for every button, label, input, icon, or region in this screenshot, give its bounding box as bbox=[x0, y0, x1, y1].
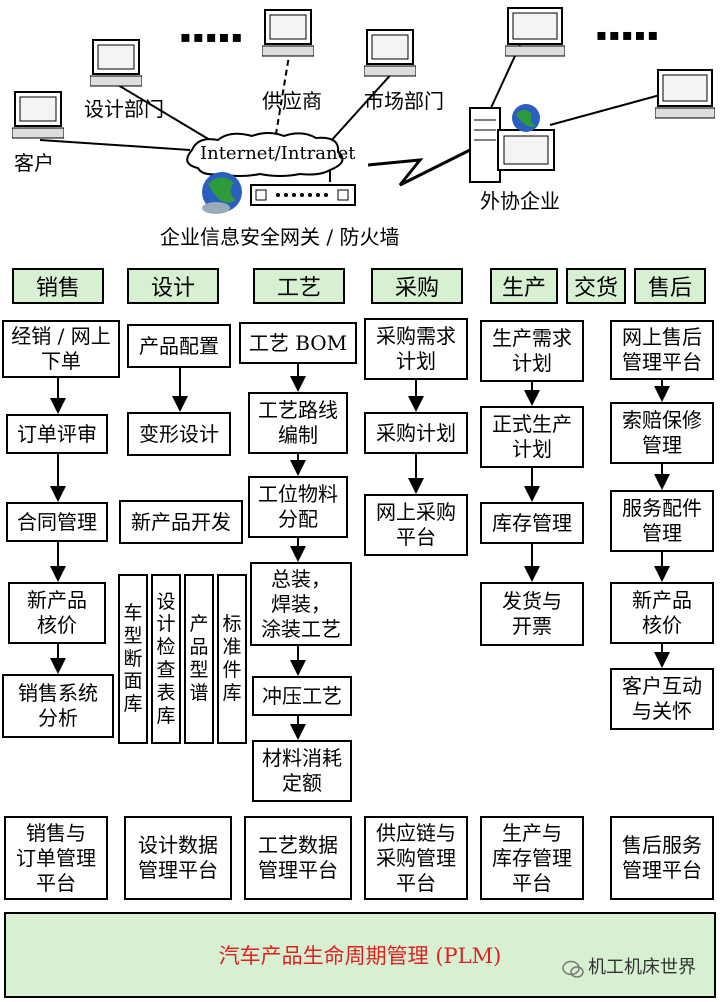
gateway-device bbox=[250, 184, 356, 206]
design-lib-standard: 标 准 件 库 bbox=[217, 574, 247, 744]
sales-item-review: 订单评审 bbox=[6, 414, 108, 454]
computer-icon-partner-2 bbox=[655, 68, 715, 120]
platform-supply: 供应链与 采购管理 平台 bbox=[364, 816, 468, 900]
header-delivery: 交货 bbox=[566, 268, 626, 304]
platform-production: 生产与 库存管理 平台 bbox=[480, 816, 584, 900]
production-item-formal: 正式生产 计划 bbox=[480, 406, 584, 468]
cloud-label: Internet/Intranet bbox=[200, 143, 356, 164]
aftersales-item-online: 网上售后 管理平台 bbox=[610, 320, 714, 380]
node-label-market: 市场部门 bbox=[364, 89, 444, 113]
ellipsis-2: ▪▪▪▪▪ bbox=[596, 25, 661, 44]
globe-icon bbox=[196, 170, 244, 216]
aftersales-item-claims: 索赔保修 管理 bbox=[610, 402, 714, 464]
production-item-inventory: 库存管理 bbox=[480, 502, 584, 544]
aftersales-item-pricing: 新产品 核价 bbox=[610, 582, 714, 644]
sales-item-contract: 合同管理 bbox=[6, 502, 108, 542]
purchase-item-plan: 采购计划 bbox=[364, 412, 468, 454]
sales-item-analysis: 销售系统 分析 bbox=[2, 674, 114, 738]
internet-cloud: Internet/Intranet bbox=[178, 132, 374, 178]
aftersales-item-parts: 服务配件 管理 bbox=[610, 490, 714, 552]
server-icon bbox=[468, 100, 558, 188]
platform-after-sales: 售后服务 管理平台 bbox=[610, 816, 714, 900]
design-lib-spectrum: 产 品 型 谱 bbox=[184, 574, 214, 744]
process-item-route: 工艺路线 编制 bbox=[248, 392, 348, 454]
header-process: 工艺 bbox=[253, 268, 345, 304]
node-label-design: 设计部门 bbox=[84, 97, 164, 121]
process-item-bom: 工艺 BOM bbox=[239, 322, 357, 364]
process-item-assembly: 总装， 焊装， 涂装工艺 bbox=[250, 562, 352, 646]
node-label-partner: 外协企业 bbox=[480, 189, 560, 213]
header-after-sales: 售后 bbox=[634, 268, 706, 304]
process-item-stamping: 冲压工艺 bbox=[252, 676, 352, 716]
aftersales-item-care: 客户互动 与关怀 bbox=[610, 668, 714, 730]
design-lib-section: 车 型 断 面 库 bbox=[118, 574, 148, 744]
header-purchase: 采购 bbox=[371, 268, 463, 304]
computer-icon-customer bbox=[12, 90, 64, 140]
header-production: 生产 bbox=[490, 268, 558, 304]
computer-icon-design bbox=[90, 38, 142, 88]
production-item-shipping: 发货与 开票 bbox=[480, 582, 584, 646]
design-item-config: 产品配置 bbox=[127, 324, 231, 368]
platform-process: 工艺数据 管理平台 bbox=[244, 816, 352, 900]
header-sales: 销售 bbox=[12, 268, 104, 304]
process-item-material: 工位物料 分配 bbox=[248, 476, 348, 538]
design-item-new-product: 新产品开发 bbox=[119, 500, 243, 544]
wechat-icon bbox=[562, 960, 584, 980]
header-design: 设计 bbox=[127, 268, 219, 304]
purchase-item-demand: 采购需求 计划 bbox=[364, 318, 468, 380]
computer-icon-market bbox=[364, 28, 416, 78]
gateway-label: 企业信息安全网关 / 防火墙 bbox=[160, 225, 400, 249]
plm-label: 汽车产品生命周期管理 (PLM) bbox=[218, 944, 502, 968]
purchase-item-online: 网上采购 平台 bbox=[364, 494, 468, 556]
computer-icon-supplier bbox=[262, 8, 314, 58]
plm-bar: 汽车产品生命周期管理 (PLM) bbox=[4, 912, 716, 998]
node-label-customer: 客户 bbox=[14, 151, 54, 175]
production-item-demand: 生产需求 计划 bbox=[480, 320, 584, 382]
computer-icon-partner-1 bbox=[505, 6, 565, 58]
design-lib-checklist: 设 计 检 查 表 库 bbox=[151, 574, 181, 744]
process-item-consumption: 材料消耗 定额 bbox=[252, 740, 352, 802]
platform-design: 设计数据 管理平台 bbox=[124, 816, 232, 900]
platform-sales: 销售与 订单管理 平台 bbox=[4, 816, 108, 900]
watermark: 机工机床世界 bbox=[588, 957, 696, 978]
design-item-variant: 变形设计 bbox=[127, 412, 231, 456]
ellipsis-1: ▪▪▪▪▪ bbox=[180, 27, 245, 46]
node-label-supplier: 供应商 bbox=[262, 89, 322, 113]
sales-item-pricing: 新产品 核价 bbox=[8, 582, 106, 644]
sales-item-order: 经销 / 网上 下单 bbox=[2, 320, 120, 378]
